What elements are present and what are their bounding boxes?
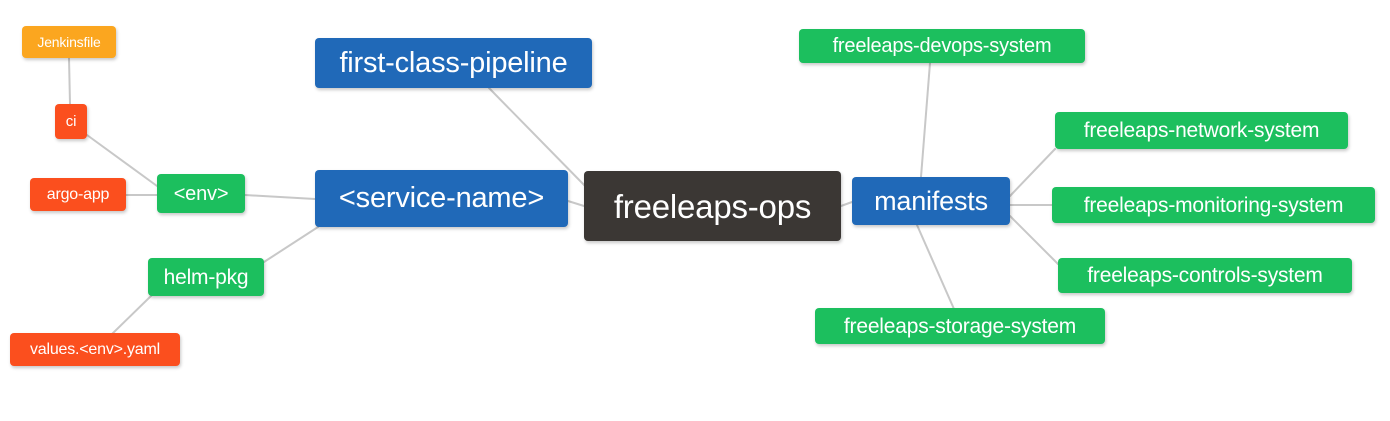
mindmap-node-label: <env> — [173, 182, 229, 205]
mindmap-node-label: freeleaps-devops-system — [832, 35, 1052, 57]
mindmap-node-ci[interactable]: ci — [55, 104, 87, 139]
edge-freeleaps-ops-to-manifests — [840, 201, 853, 207]
mindmap-node-label: argo-app — [46, 185, 110, 203]
mindmap-node-argo-app[interactable]: argo-app — [30, 178, 126, 211]
mindmap-node-values-yaml[interactable]: values.<env>.yaml — [10, 333, 180, 366]
mindmap-node-label: freeleaps-ops — [613, 187, 812, 225]
edge-manifests-to-freeleaps-devops-system — [920, 62, 931, 178]
mindmap-node-manifests[interactable]: manifests — [852, 177, 1010, 225]
mindmap-node-env[interactable]: <env> — [157, 174, 245, 213]
mindmap-node-label: freeleaps-controls-system — [1087, 264, 1323, 287]
mindmap-node-freeleaps-storage-system[interactable]: freeleaps-storage-system — [815, 308, 1105, 344]
mindmap-node-label: first-class-pipeline — [339, 46, 568, 79]
edge-helm-pkg-to-values-yaml — [111, 294, 153, 335]
mindmap-node-helm-pkg[interactable]: helm-pkg — [148, 258, 264, 296]
edge-manifests-to-freeleaps-storage-system — [916, 224, 955, 310]
mindmap-node-first-class-pipeline[interactable]: first-class-pipeline — [315, 38, 592, 88]
mindmap-node-service-name[interactable]: <service-name> — [315, 170, 568, 227]
mindmap-node-label: values.<env>.yaml — [29, 340, 160, 358]
mindmap-node-freeleaps-controls-system[interactable]: freeleaps-controls-system — [1058, 258, 1352, 293]
mindmap-node-label: <service-name> — [338, 182, 545, 214]
edge-service-name-to-env — [244, 194, 316, 200]
mindmap-node-label: freeleaps-monitoring-system — [1083, 193, 1344, 217]
mindmap-node-label: freeleaps-storage-system — [843, 314, 1077, 338]
edge-freeleaps-ops-to-service-name — [567, 200, 585, 207]
edge-service-name-to-helm-pkg — [263, 226, 319, 263]
mindmap-node-freeleaps-network-system[interactable]: freeleaps-network-system — [1055, 112, 1348, 149]
edge-manifests-to-freeleaps-network-system — [1009, 148, 1056, 197]
edge-manifests-to-freeleaps-controls-system — [1009, 215, 1059, 265]
mindmap-node-freeleaps-devops-system[interactable]: freeleaps-devops-system — [799, 29, 1085, 63]
mindmap-node-freeleaps-ops[interactable]: freeleaps-ops — [584, 171, 841, 241]
mindmap-node-jenkinsfile[interactable]: Jenkinsfile — [22, 26, 116, 58]
mindmap-node-label: ci — [65, 113, 77, 130]
edge-ci-to-jenkinsfile — [68, 57, 71, 105]
mindmap-node-label: helm-pkg — [163, 265, 249, 289]
mindmap-node-label: Jenkinsfile — [37, 34, 101, 50]
mindmap-node-label: freeleaps-network-system — [1083, 119, 1320, 142]
mindmap-node-label: manifests — [874, 185, 988, 216]
mindmap-node-freeleaps-monitoring-system[interactable]: freeleaps-monitoring-system — [1052, 187, 1375, 223]
